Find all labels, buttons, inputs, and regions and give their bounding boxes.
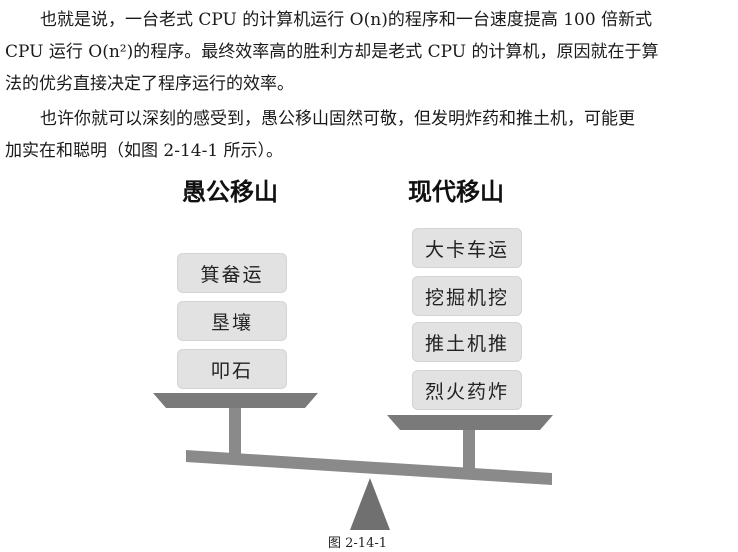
right-block-bulldozer: 推土机推 bbox=[412, 322, 522, 362]
right-scale-pan bbox=[387, 415, 553, 430]
paragraph-1-line-1: 也就是说，一台老式 CPU 的计算机运行 O(n)的程序和一台速度提高 100 … bbox=[40, 10, 653, 30]
left-figure-title: 愚公移山 bbox=[182, 178, 278, 206]
figure-caption: 图 2-14-1 bbox=[328, 536, 388, 551]
right-block-truck: 大卡车运 bbox=[412, 228, 522, 268]
right-block-explosives: 烈火药炸 bbox=[412, 370, 522, 410]
scale-beam bbox=[186, 450, 552, 485]
right-block-excavator: 挖掘机挖 bbox=[412, 276, 522, 316]
scale-fulcrum bbox=[350, 478, 390, 530]
left-pan-post bbox=[229, 408, 241, 454]
left-block-break-stone: 叩石 bbox=[177, 349, 287, 389]
left-block-basket: 箕畚运 bbox=[177, 253, 287, 293]
left-block-dig-soil: 垦壤 bbox=[177, 301, 287, 341]
right-pan-post bbox=[463, 430, 475, 475]
left-scale-pan bbox=[153, 393, 318, 408]
right-figure-title: 现代移山 bbox=[408, 178, 504, 206]
paragraph-1: 也就是说，一台老式 CPU 的计算机运行 O(n)的程序和一台速度提高 100 … bbox=[5, 4, 705, 100]
paragraph-1-line-3: 法的优劣直接决定了程序运行的效率。 bbox=[5, 74, 294, 94]
paragraph-2-line-2: 加实在和聪明（如图 2-14-1 所示）。 bbox=[5, 141, 284, 161]
paragraph-1-line-2: CPU 运行 O(n²)的程序。最终效率高的胜利方却是老式 CPU 的计算机，原… bbox=[5, 42, 659, 62]
paragraph-2-line-1: 也许你就可以深刻的感受到，愚公移山固然可敬，但发明炸药和推土机，可能更 bbox=[40, 109, 635, 129]
paragraph-2: 也许你就可以深刻的感受到，愚公移山固然可敬，但发明炸药和推土机，可能更 加实在和… bbox=[5, 103, 705, 167]
